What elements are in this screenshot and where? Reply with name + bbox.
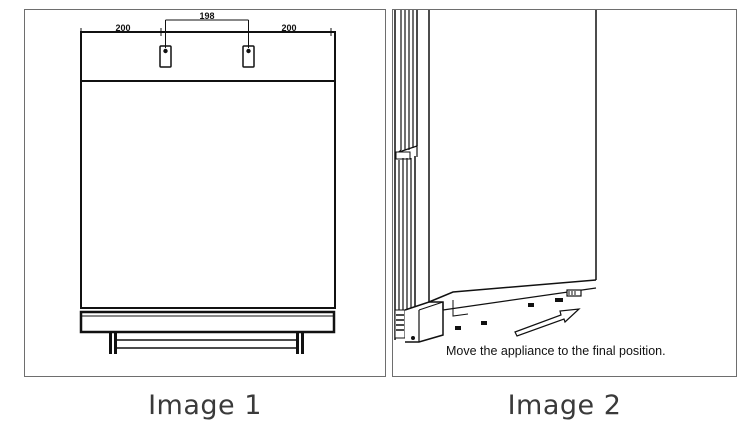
appliance-body [80,31,336,309]
dim-label-left: 200 [115,23,130,33]
cabinet-side [394,10,444,343]
dimension-line-left [80,28,166,48]
instruction-text: Move the appliance to the final position… [446,344,666,358]
image-2-panel: Move the appliance to the final position… [392,9,737,377]
appliance-body [428,10,597,330]
appliance-side-diagram: Move the appliance to the final position… [394,10,666,358]
caption-image-1: Image 1 [148,390,262,421]
dimension-line-right [248,28,332,48]
dishwasher-front-diagram: 200 198 200 [79,11,336,354]
dim-label-middle: 198 [199,11,214,21]
dim-label-right: 200 [281,23,296,33]
dimension-line-middle [165,19,249,32]
mounting-bracket-left [159,45,172,68]
mounting-bracket-right [242,45,255,68]
image-1-panel: 200 198 200 [24,9,386,377]
base-plinth [79,310,336,334]
arrow-up-right-icon [514,308,581,337]
caption-image-2: Image 2 [507,390,622,421]
